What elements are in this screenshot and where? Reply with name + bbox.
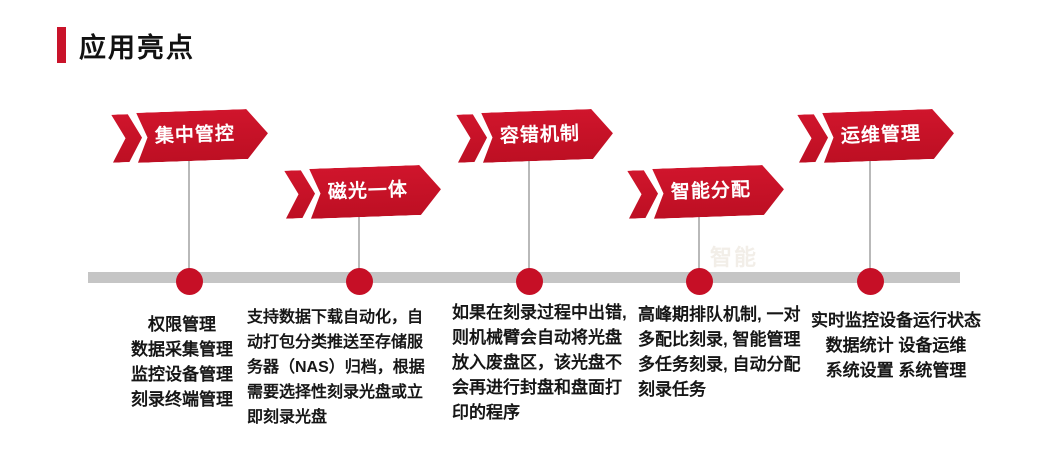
connector-line-3 <box>528 159 530 273</box>
highlight-banner-ops-management: 运维管理 <box>797 108 955 163</box>
description-magneto-optical: 支持数据下载自动化，自 动打包分类推送至存储服 务器（NAS）归档，根据 需要选… <box>247 309 425 426</box>
highlight-banner-centralized-control: 集中管控 <box>111 108 269 163</box>
banner-label: 运维管理 <box>840 123 922 148</box>
chevron-icon <box>797 114 829 163</box>
timeline-node-3 <box>516 268 543 295</box>
highlight-banner-fault-tolerance: 容错机制 <box>456 108 614 163</box>
description-ops-management: 实时监控设备运行状态 数据统计 设备运维 系统设置 系统管理 <box>811 311 981 380</box>
connector-line-5 <box>869 159 871 273</box>
chevron-icon <box>284 170 316 219</box>
connector-line-2 <box>358 215 360 273</box>
chevron-icon <box>456 114 488 163</box>
page-title: 应用亮点 <box>79 33 195 63</box>
highlight-banner-smart-allocation: 智能分配 <box>627 164 785 219</box>
description-fault-tolerance: 如果在刻录过程中出错, 则机械臂会自动将光盘 放入废盘区，该光盘不 会再进行封盘… <box>452 303 627 422</box>
chevron-icon <box>111 114 143 163</box>
banner-label: 容错机制 <box>499 123 581 148</box>
connector-line-1 <box>188 159 190 273</box>
banner-label: 智能分配 <box>670 179 752 204</box>
timeline-node-5 <box>857 268 884 295</box>
chevron-icon <box>627 170 659 219</box>
title-accent-bar <box>57 27 66 63</box>
timeline-node-4 <box>686 268 713 295</box>
banner-label: 集中管控 <box>154 123 236 148</box>
description-centralized-control: 权限管理 数据采集管理 监控设备管理 刻录终端管理 <box>131 315 233 409</box>
connector-line-4 <box>698 215 700 273</box>
timeline-node-1 <box>176 268 203 295</box>
watermark: 智能 <box>710 245 759 270</box>
banner-label: 磁光一体 <box>327 179 409 204</box>
highlight-banner-magneto-optical: 磁光一体 <box>284 164 442 219</box>
timeline-node-2 <box>346 268 373 295</box>
description-smart-allocation: 高峰期排队机制, 一对 多配比刻录, 智能管理 多任务刻录, 自动分配 刻录任务 <box>638 305 801 399</box>
